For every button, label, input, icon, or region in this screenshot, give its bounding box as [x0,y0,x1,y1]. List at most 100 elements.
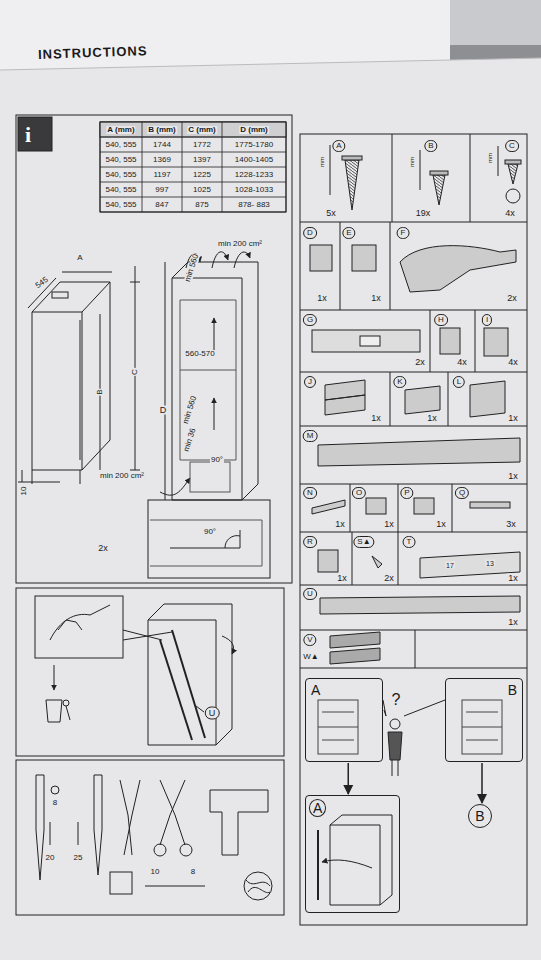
callout-letter: Q [455,487,469,499]
callout-letter: T [403,536,416,548]
dimension-label: 1x [334,520,346,529]
dimension-label: ? [391,692,402,708]
dimension-label: i [22,124,34,146]
dimension-label: 3x [505,520,517,529]
table-cell: 1775-1780 [234,141,274,149]
callout-letter: S▲ [353,536,374,548]
dimension-label: 25 [73,854,84,862]
callout-letter: F [397,227,410,239]
option-circle: B [468,804,492,828]
callout-letter: P [400,487,413,499]
dimension-label: B [96,388,104,395]
table-cell: 847 [154,201,169,209]
dimension-label: 13 [485,560,495,567]
dimension-label: 1x [370,294,382,303]
dimension-label: 1x [435,520,447,529]
option-letter: A [309,682,322,698]
dimension-label: 19x [415,209,432,218]
dimension-label: 4x [456,358,468,367]
table-cell: 997 [154,186,169,194]
dimension-label: min 200 cm² [99,472,145,480]
callout-letter: I [482,314,492,326]
table-cell: 1397 [192,156,212,164]
dimension-label: 5x [325,209,337,218]
callout-letter: L [453,376,465,388]
dimension-label: 1x [507,574,519,583]
table-cell: C (mm) [187,126,217,134]
table-cell: 1772 [192,141,212,149]
dimension-label: 90° [210,456,224,464]
dimension-label: mm [319,156,325,168]
dimension-label: 8 [190,868,196,876]
table-cell: 1400-1405 [234,156,274,164]
dimension-label: D [159,406,168,415]
dimension-label: 10 [20,486,28,497]
callout-letter: O [352,487,366,499]
table-cell: 878- 883 [237,201,271,209]
dimension-label: 8 [52,799,58,807]
dimension-label: W▲ [302,653,319,661]
table-cell: 1025 [192,186,212,194]
table-cell: B (mm) [147,126,177,134]
option-letter: A [309,799,326,817]
table-cell: 540, 555 [104,186,137,194]
dimension-label: 1x [507,414,519,423]
table-cell: 1225 [192,171,212,179]
dimension-label: min 200 cm² [217,240,263,248]
dimension-label: mm [487,152,493,164]
dimension-label: min 36 [182,426,198,453]
table-cell: D (mm) [239,126,269,134]
callout-letter: E [342,227,355,239]
dimension-label: 1x [507,472,519,481]
dimension-label: 4x [504,209,516,218]
callout-letter: H [434,314,448,326]
dimension-label: 1x [383,520,395,529]
flow-arrow [481,763,483,803]
dimension-label: 10 [150,868,161,876]
dimension-label: 2x [97,544,109,553]
dimension-label: 1x [370,414,382,423]
dimension-label: 90° [203,528,217,536]
table-cell: 540, 555 [104,156,137,164]
table-cell: 875 [194,201,209,209]
callout-letter: G [303,314,317,326]
option-box: A [305,678,383,762]
table-cell: 1369 [152,156,172,164]
callout-letter: U [205,707,220,720]
option-letter: B [506,682,519,698]
dimension-label: 560-570 [184,350,215,358]
option-box: B [445,678,523,762]
table-cell: 540, 555 [104,201,137,209]
dimension-label: A [76,254,83,262]
table-cell: 1228-1233 [234,171,274,179]
dimension-label: 2x [506,294,518,303]
callout-letter: A [332,140,345,152]
callout-letter: J [304,376,316,388]
option-box: A [305,795,400,913]
dimension-label: 2x [414,358,426,367]
table-cell: 540, 555 [104,171,137,179]
dimension-label: 1x [426,414,438,423]
callout-letter: K [393,376,406,388]
table-cell: A (mm) [106,126,135,134]
callout-letter: U [303,588,317,600]
callout-letter: N [303,487,317,499]
callout-letter: D [303,227,317,239]
dimension-label: 545 [33,275,50,290]
dimension-label: 17 [445,562,455,569]
flow-arrow [348,763,350,794]
table-cell: 1197 [152,171,171,179]
dimension-label: 2x [383,574,395,583]
callout-letter: B [424,140,437,152]
table-cell: 1744 [152,141,172,149]
table-cell: 1028-1033 [234,186,274,194]
dimension-label: 20 [45,854,56,862]
callout-letter: V [303,634,316,646]
dimension-label: 4x [507,358,519,367]
dimension-label: 1x [336,574,348,583]
dimension-label: C [131,368,139,376]
option-letter: B [473,808,486,824]
dimension-label: min 560 [183,252,200,283]
callout-letter: M [303,430,318,442]
callout-letter: C [505,140,519,152]
